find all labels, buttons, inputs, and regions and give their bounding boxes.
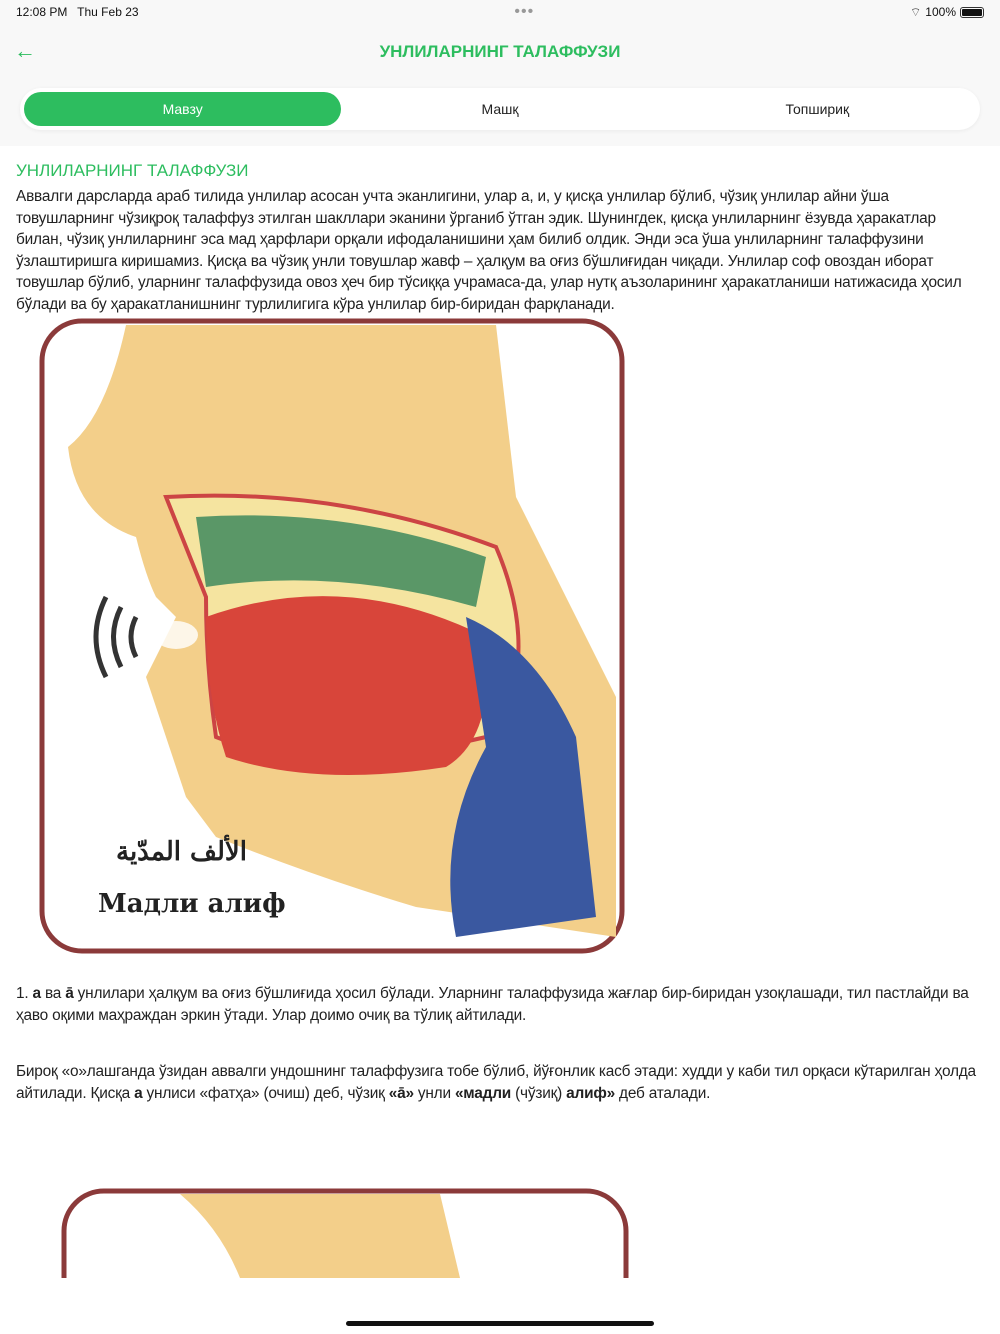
bold-text: алиф»	[566, 1084, 615, 1102]
text: Бироқ «о»лашганда ўзидан аввалги ундошни…	[16, 1063, 976, 1102]
back-arrow-icon[interactable]: ←	[14, 38, 36, 63]
paragraph-1: 1. а ва ā унлилари ҳалқум ва оғиз бўшлиғ…	[16, 983, 984, 1026]
page-title: УНЛИЛАРНИНГ ТАЛАФФУЗИ	[379, 42, 621, 61]
multitask-dots-icon[interactable]: •••	[514, 3, 535, 20]
segmented-tabs: Мавзу Машқ Топшириқ	[20, 88, 980, 130]
text: унли	[413, 1084, 455, 1102]
nav-header: ← УНЛИЛАРНИНГ ТАЛАФФУЗИ	[0, 24, 1000, 80]
section-heading: УНЛИЛАРНИНГ ТАЛАФФУЗИ	[16, 161, 249, 180]
bold-text: «мадли	[454, 1084, 512, 1102]
text: ва	[40, 985, 66, 1002]
bold-text: а	[32, 985, 42, 1002]
figure-caption: Мадли алиф	[98, 889, 286, 919]
status-time: 12:08 PM	[16, 5, 68, 19]
battery-percent: 100%	[925, 5, 956, 19]
home-indicator[interactable]	[346, 1321, 654, 1326]
battery-icon	[960, 6, 984, 18]
paragraph-2: Бироқ «о»лашганда ўзидан аввалги ундошни…	[16, 1061, 984, 1104]
bold-text: а	[134, 1084, 143, 1102]
status-bar: 12:08 PM Thu Feb 23 ••• ⌔100%	[0, 0, 1000, 24]
status-date: Thu Feb 23	[77, 5, 139, 19]
bold-text: «ā»	[388, 1084, 414, 1102]
text: 1.	[16, 985, 33, 1002]
text: деб аталади.	[614, 1084, 711, 1102]
mouth-diagram-image: الألف المدّية Мадли алиф	[16, 317, 656, 957]
tab-assignment[interactable]: Топшириқ	[785, 101, 850, 117]
figure-caption-arabic: الألف المدّية	[116, 837, 247, 867]
text: унлилари ҳалқум ва оғиз бўшлиғида ҳосил …	[16, 985, 969, 1024]
bold-text: ā	[65, 985, 74, 1002]
tab-exercise[interactable]: Машқ	[481, 101, 519, 117]
lesson-content: УНЛИЛАРНИНГ ТАЛАФФУЗИ Аввалги дарсларда …	[0, 160, 1000, 1278]
wifi-icon: ⌔	[910, 4, 922, 19]
intro-paragraph: Аввалги дарсларда араб тилида унлилар ас…	[16, 188, 962, 313]
second-diagram-image	[60, 1188, 630, 1278]
tab-topic[interactable]: Мавзу	[24, 92, 342, 126]
text: унлиси «фатҳа» (очиш) деб, чўзиқ	[142, 1084, 389, 1102]
text: (чўзиқ)	[511, 1084, 567, 1102]
